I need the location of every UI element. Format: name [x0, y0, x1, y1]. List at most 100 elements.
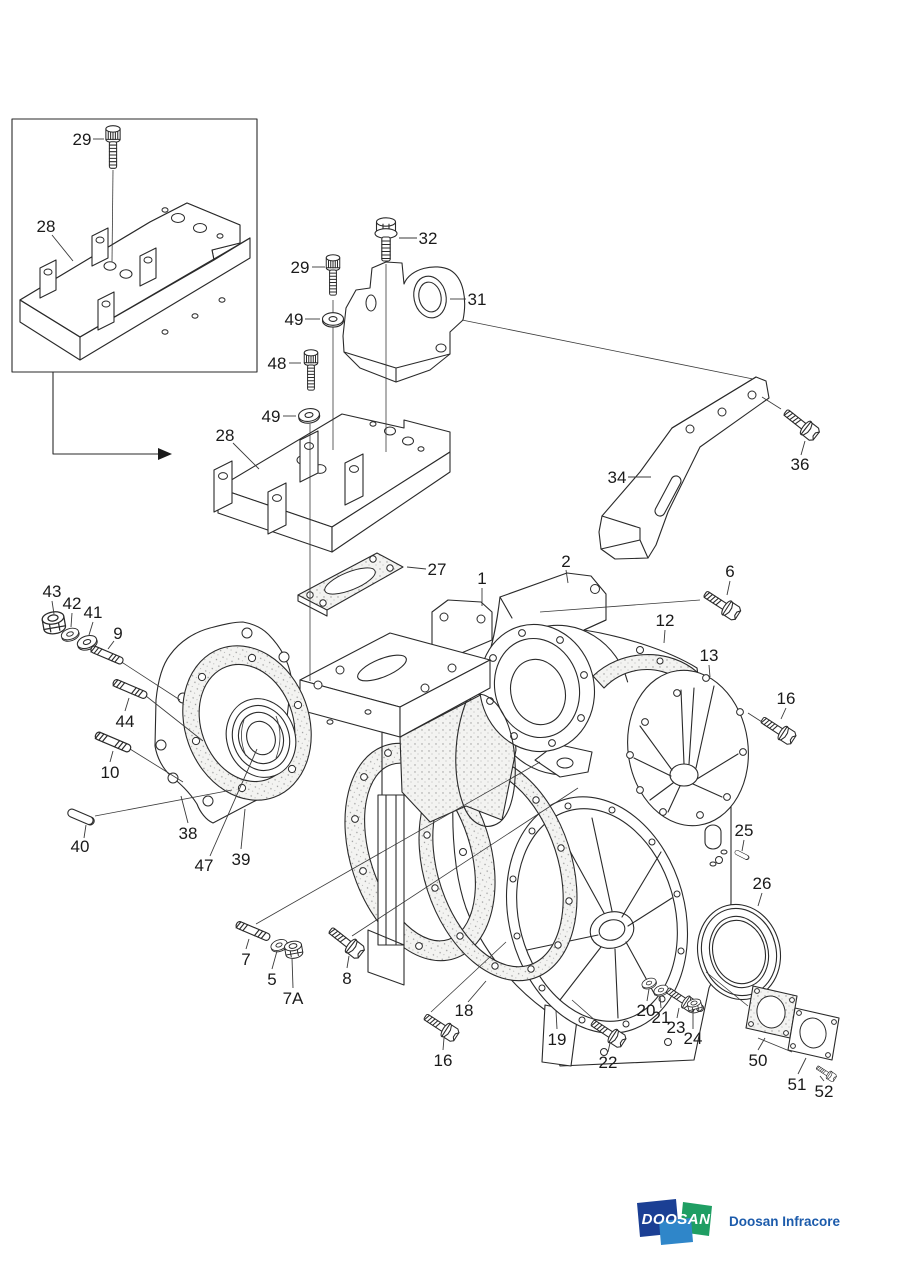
inset-bolt-29 — [105, 125, 121, 169]
stud-44 — [111, 678, 149, 700]
callout-label-21: 21 — [652, 1008, 671, 1027]
callout-leader-50 — [757, 1037, 766, 1051]
callout-label-18: 18 — [455, 1001, 474, 1020]
mounting-pad — [299, 632, 491, 738]
callout-label-40: 40 — [71, 837, 90, 856]
ref-arrow — [52, 371, 172, 460]
callout-label-24: 24 — [684, 1029, 703, 1048]
callout-label-42: 42 — [63, 594, 82, 613]
housing-1 — [299, 599, 596, 986]
callout-label-6: 6 — [725, 562, 734, 581]
callout-leader-43 — [51, 600, 55, 615]
callout-leader-7 — [245, 938, 250, 950]
callout-label-29: 29 — [73, 130, 92, 149]
callout-leader-7A — [291, 957, 294, 989]
callout-leader-23 — [676, 1007, 680, 1019]
bracket-34 — [598, 376, 770, 560]
callout-leader-47 — [209, 748, 258, 857]
callout-label-19: 19 — [548, 1030, 567, 1049]
gasket-27 — [297, 552, 404, 617]
washer-42 — [59, 625, 82, 644]
callout-leader-28 — [51, 234, 74, 262]
callout-leader-36 — [800, 440, 806, 456]
callout-leader-42 — [70, 612, 73, 628]
callout-leader-8 — [346, 955, 350, 969]
callout-label-29: 29 — [291, 258, 310, 277]
callout-leader-2 — [565, 569, 569, 584]
bolt-16-right — [757, 712, 799, 747]
callout-label-10: 10 — [101, 763, 120, 782]
callout-label-41: 41 — [84, 603, 103, 622]
callout-label-23: 23 — [667, 1018, 686, 1037]
callout-label-31: 31 — [468, 290, 487, 309]
callout-leader-18 — [467, 980, 487, 1003]
callout-label-36: 36 — [791, 455, 810, 474]
logo-square-blue — [659, 1218, 693, 1245]
callout-leader-40 — [83, 824, 87, 839]
callout-label-16: 16 — [777, 689, 796, 708]
callout-label-25: 25 — [735, 821, 754, 840]
logo-wordmark: DOOSAN — [642, 1211, 712, 1228]
doosan-logo: DOOSAN Doosan Infracore — [637, 1199, 841, 1245]
callout-leader-22 — [607, 1042, 611, 1053]
callout-label-52: 52 — [815, 1082, 834, 1101]
plate-28 — [213, 413, 451, 553]
callout-leader-16 — [442, 1037, 445, 1051]
plate-51 — [787, 1007, 840, 1061]
callout-leader-12 — [663, 629, 666, 644]
callout-label-44: 44 — [116, 712, 135, 731]
callout-leader-6 — [726, 580, 731, 596]
callout-leader-41 — [88, 621, 94, 636]
callout-label-5: 5 — [267, 970, 276, 989]
callout-leader-16 — [780, 707, 787, 720]
callout-label-43: 43 — [43, 582, 62, 601]
stud-7 — [234, 920, 272, 942]
callout-label-51: 51 — [788, 1075, 807, 1094]
callout-leader-39 — [240, 808, 246, 850]
callout-label-38: 38 — [179, 824, 198, 843]
plate-50 — [745, 985, 798, 1039]
callout-leader-51 — [797, 1057, 807, 1075]
callout-leader-13 — [708, 664, 711, 678]
callout-leader-52 — [819, 1075, 825, 1082]
callout-label-26: 26 — [753, 874, 772, 893]
callout-label-27: 27 — [428, 560, 447, 579]
callout-leader-5 — [271, 950, 278, 970]
bearing-bore-47 — [225, 698, 297, 778]
callout-label-12: 12 — [656, 611, 675, 630]
callout-leader-10 — [109, 750, 114, 763]
callout-label-50: 50 — [749, 1051, 768, 1070]
pin-40 — [66, 807, 96, 827]
logo-company-text: Doosan Infracore — [729, 1214, 841, 1229]
callout-label-13: 13 — [700, 646, 719, 665]
callout-label-32: 32 — [419, 229, 438, 248]
callout-leader-20 — [646, 988, 650, 1002]
callout-label-22: 22 — [599, 1053, 618, 1072]
callout-leader-19 — [555, 1010, 558, 1030]
callout-label-47: 47 — [195, 856, 214, 875]
front-cover-13 — [626, 669, 749, 827]
callout-label-48: 48 — [268, 354, 287, 373]
callout-label-28: 28 — [37, 217, 56, 236]
stud-9 — [89, 644, 125, 666]
callout-label-8: 8 — [342, 969, 351, 988]
inset-box — [11, 118, 258, 373]
callout-label-9: 9 — [113, 624, 122, 643]
pin-boss — [704, 824, 728, 867]
callout-label-7A: 7A — [283, 989, 304, 1008]
bolt-6 — [700, 586, 743, 623]
callout-leader-27 — [406, 566, 427, 570]
bolt-36 — [779, 404, 822, 444]
callout-leader-38 — [180, 795, 189, 824]
callout-leader-28 — [232, 442, 260, 470]
callout-label-16: 16 — [434, 1051, 453, 1070]
screw-52 — [814, 1063, 838, 1083]
callout-label-34: 34 — [608, 468, 627, 487]
washer-49-upper — [321, 312, 345, 328]
callout-label-20: 20 — [637, 1001, 656, 1020]
callout-leader-44 — [124, 697, 130, 712]
bolt-32 — [374, 217, 398, 262]
bolt-8 — [324, 922, 367, 962]
